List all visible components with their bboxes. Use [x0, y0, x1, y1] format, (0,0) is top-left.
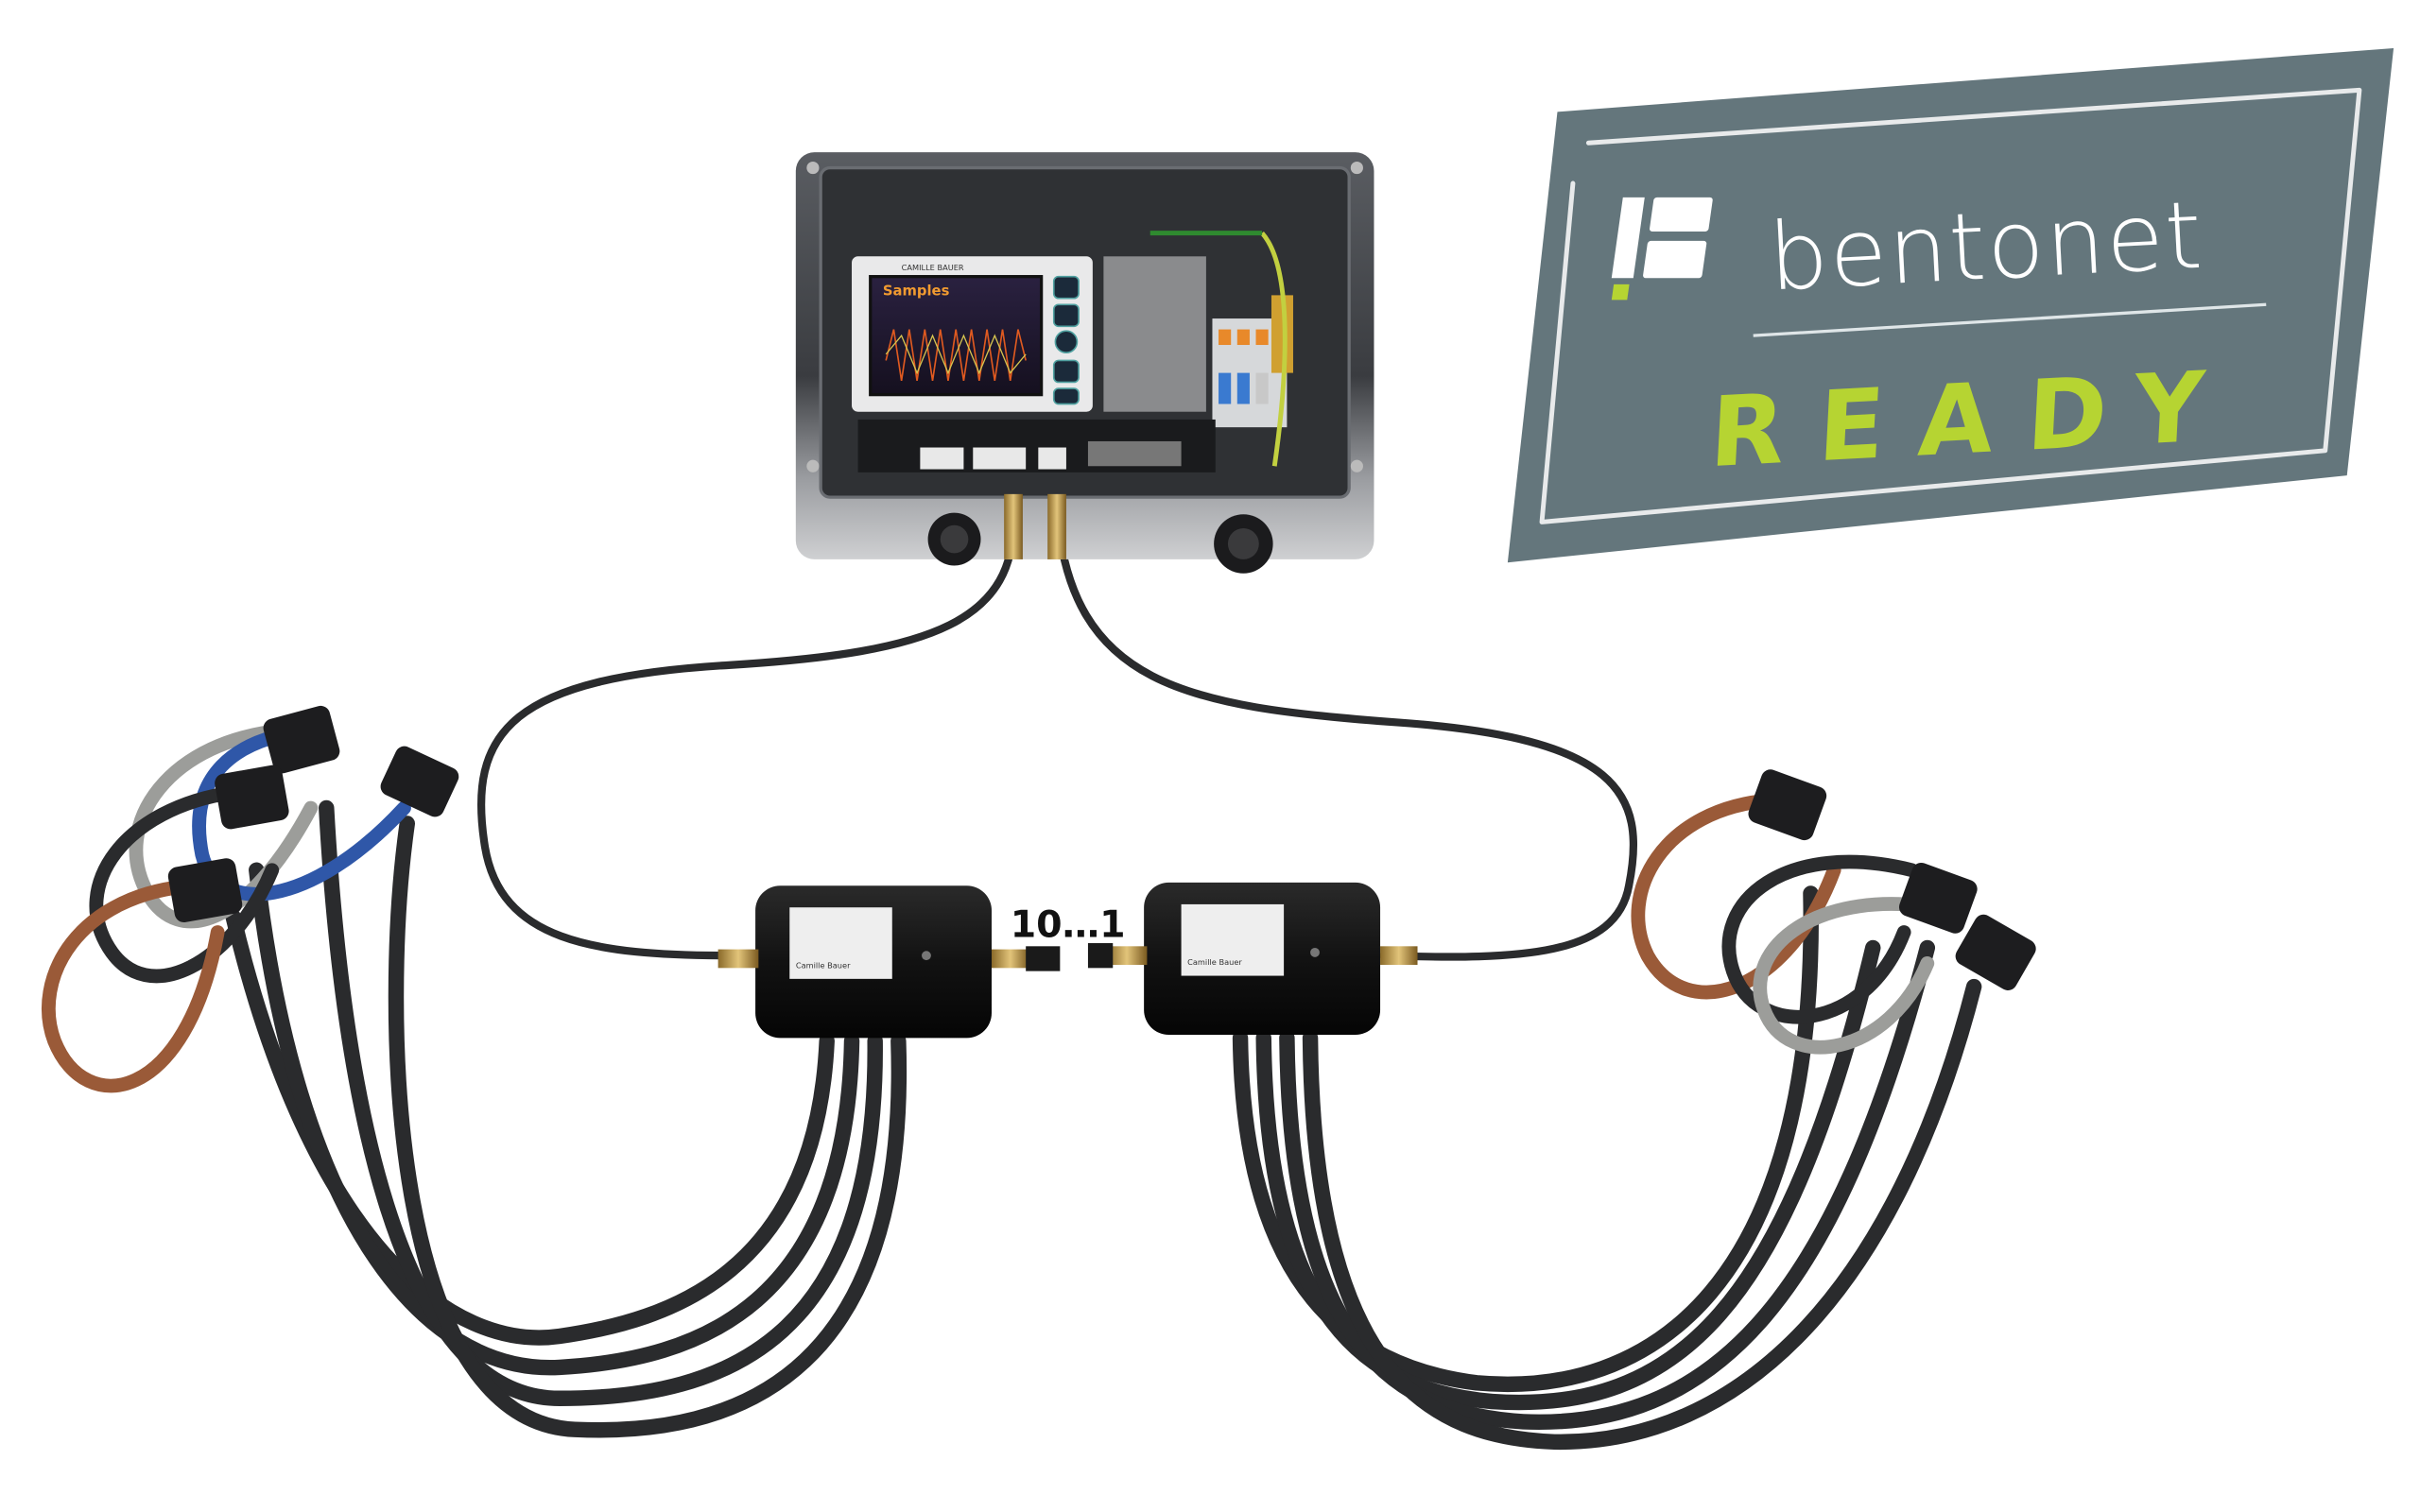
left-rogowski-coils: [41, 705, 459, 1093]
coil-brown-right: [1631, 793, 1841, 1000]
badge-divider: [1753, 302, 2267, 337]
coil-black-left: [89, 785, 280, 984]
left-module-brand: Camille Bauer: [796, 960, 851, 970]
chain-count-label: 10…1: [1011, 902, 1126, 946]
coil-gray-right: [1753, 897, 1950, 1055]
badge-brand-name: bentonet: [1766, 181, 2205, 313]
badge-status-text: READY: [1707, 350, 2240, 490]
screen-title: Samples: [883, 283, 950, 299]
left-sensor-module: Camille Bauer: [717, 885, 1061, 1039]
right-module-cables: [1232, 885, 1982, 1451]
controller-buttons: [1052, 275, 1080, 405]
controller-brand-label: CAMILLE BAUER: [902, 263, 964, 272]
right-module-brand: Camille Bauer: [1187, 957, 1242, 967]
bentonet-ready-badge: bentonet READY: [1507, 47, 2394, 563]
badge-background: [1507, 47, 2394, 563]
badge-frame: [1539, 87, 2362, 524]
right-sensor-module: Camille Bauer: [1087, 882, 1418, 1036]
controller-cables: [476, 508, 1638, 961]
coil-black-right: [1721, 854, 1919, 1024]
left-module-cables: [225, 799, 908, 1438]
coil-blue-left: [192, 723, 411, 902]
terminal-blocks: [1150, 231, 1293, 467]
coil-brown-left: [41, 878, 225, 1093]
controller-enclosure: CAMILLE BAUER Samples: [795, 152, 1374, 574]
bentonet-logo-icon: [1611, 197, 1713, 301]
controller-screen: [869, 275, 1044, 397]
right-rogowski-coils: [1631, 769, 2036, 1055]
screen-waveform: [885, 329, 1027, 381]
cable-glands: [927, 512, 1273, 574]
